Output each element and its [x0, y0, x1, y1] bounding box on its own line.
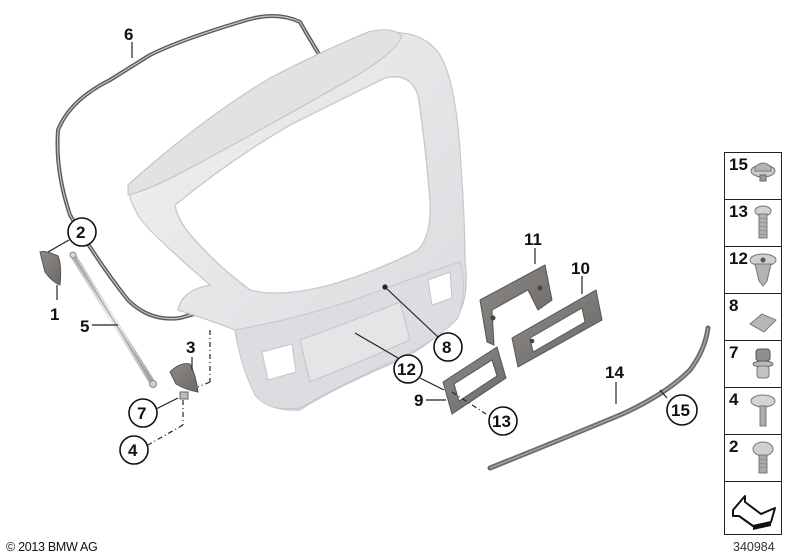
tailgate-panel — [127, 29, 467, 411]
direction-arrow-icon — [732, 495, 776, 530]
legend-number: 8 — [729, 296, 739, 315]
legend-item-12[interactable]: 12 — [724, 246, 782, 293]
svg-text:14: 14 — [605, 363, 624, 382]
svg-text:6: 6 — [124, 25, 133, 44]
trim-strip — [487, 325, 711, 471]
lower-bracket — [169, 363, 199, 393]
svg-text:13: 13 — [492, 412, 511, 431]
callout-4[interactable]: 4 — [119, 435, 149, 465]
callout-15[interactable]: 15 — [666, 394, 698, 426]
fastener-legend: 15 13 12 8 7 — [724, 152, 782, 535]
callout-14: 14 — [605, 363, 624, 382]
svg-text:11: 11 — [524, 230, 542, 249]
legend-number: 4 — [729, 390, 739, 409]
hex-screw-icon — [752, 441, 774, 474]
callout-2[interactable]: 2 — [67, 217, 97, 247]
grommet-nut-icon — [752, 348, 774, 379]
grommet-nut — [179, 391, 189, 400]
svg-text:3: 3 — [186, 338, 195, 357]
svg-text:8: 8 — [442, 338, 451, 357]
legend-item-7[interactable]: 7 — [724, 340, 782, 387]
diagram-number: 340984 — [733, 540, 775, 554]
expanding-rivet-icon — [749, 253, 777, 287]
callout-1: 1 — [50, 305, 59, 324]
flat-head-screw-icon — [750, 394, 776, 427]
callout-9: 9 — [414, 391, 423, 410]
svg-text:10: 10 — [571, 259, 590, 278]
legend-item-8[interactable]: 8 — [724, 293, 782, 340]
callout-7[interactable]: 7 — [128, 398, 158, 428]
callout-6: 6 — [124, 25, 133, 44]
plate-bracket-10 — [511, 289, 603, 368]
svg-text:12: 12 — [397, 360, 416, 379]
copyright-notice: © 2013 BMW AG — [6, 540, 98, 554]
leader-lines — [47, 42, 668, 446]
callout-3: 3 — [186, 338, 195, 357]
legend-item-13[interactable]: 13 — [724, 199, 782, 246]
svg-text:4: 4 — [128, 441, 138, 460]
legend-item-4[interactable]: 4 — [724, 387, 782, 434]
legend-item-direction — [724, 481, 782, 535]
legend-number: 13 — [729, 202, 748, 221]
gas-strut — [69, 251, 157, 388]
svg-text:2: 2 — [76, 223, 85, 242]
screw-icon — [754, 205, 772, 239]
svg-text:1: 1 — [50, 305, 59, 324]
legend-number: 15 — [729, 155, 748, 174]
light-frame-9 — [442, 346, 507, 415]
callout-8[interactable]: 8 — [433, 332, 463, 362]
pad-icon — [749, 313, 777, 333]
collar-nut-icon — [750, 162, 776, 182]
callout-12[interactable]: 12 — [393, 354, 423, 384]
legend-item-15[interactable]: 15 — [724, 152, 782, 199]
plate-bracket-11 — [479, 264, 553, 346]
svg-text:9: 9 — [414, 391, 423, 410]
legend-number: 2 — [729, 437, 739, 456]
svg-text:5: 5 — [80, 317, 89, 336]
svg-text:7: 7 — [137, 404, 146, 423]
callout-13[interactable]: 13 — [488, 406, 518, 436]
legend-number: 12 — [729, 249, 748, 268]
legend-item-2[interactable]: 2 — [724, 434, 782, 481]
callout-10: 10 — [571, 259, 590, 278]
callout-5: 5 — [80, 317, 89, 336]
svg-text:15: 15 — [671, 401, 690, 420]
legend-number: 7 — [729, 343, 739, 362]
callout-11: 11 — [524, 230, 542, 249]
upper-bracket — [39, 251, 62, 286]
